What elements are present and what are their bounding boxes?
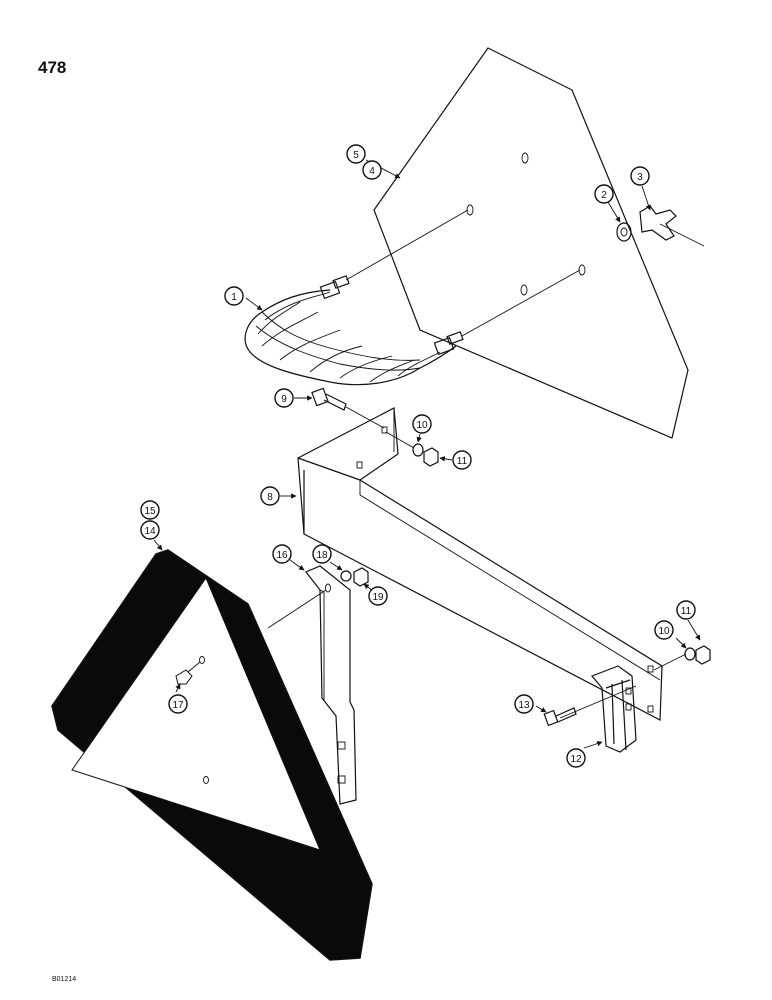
callout-14: 14 [140,520,160,540]
callout-5: 5 [346,144,366,164]
washer-nut-lower [653,645,711,671]
figure-code: B01214 [52,976,77,983]
svg-text:12: 12 [570,754,582,765]
svg-text:11: 11 [681,606,692,617]
l-bracket [297,407,663,721]
svg-text:2: 2 [601,190,607,201]
bolt-9 [311,387,385,429]
callout-2: 2 [594,184,614,204]
svg-text:5: 5 [353,150,359,161]
callout-10-lower: 10 [654,620,674,640]
svg-text:11: 11 [457,456,468,467]
svg-text:9: 9 [281,394,287,405]
callout-15: 15 [140,500,160,520]
svg-text:4: 4 [369,166,375,177]
svg-text:15: 15 [144,506,156,517]
svg-text:10: 10 [658,626,670,637]
wing-nut-and-washer [616,205,705,247]
svg-text:14: 14 [144,526,156,537]
svg-text:3: 3 [637,172,643,183]
callout-17: 17 [168,694,188,714]
callout-9: 9 [274,388,294,408]
strap-bracket [267,565,369,805]
svg-text:17: 17 [172,700,184,711]
socket-bracket [543,665,637,753]
callout-1: 1 [224,286,244,306]
callout-18: 18 [312,544,332,564]
mounting-plate [373,47,689,439]
callout-19: 19 [368,586,388,606]
svg-text:16: 16 [276,550,288,561]
smv-emblem [51,549,373,961]
callout-11-upper: 11 [452,450,472,470]
page-number: 478 [38,58,67,77]
coiled-cord [244,209,581,386]
svg-text:13: 13 [518,700,530,711]
washer-nut-upper [385,431,439,467]
svg-text:8: 8 [267,492,273,503]
callout-16: 16 [272,544,292,564]
callout-10-upper: 10 [412,414,432,434]
svg-text:10: 10 [416,420,428,431]
callout-13: 13 [514,694,534,714]
callout-8: 8 [260,486,280,506]
svg-text:1: 1 [231,292,237,303]
callout-4: 4 [362,160,382,180]
callout-3: 3 [630,166,650,186]
callout-12: 12 [566,748,586,768]
callout-11-lower: 11 [676,600,696,620]
svg-text:19: 19 [372,592,384,603]
svg-text:18: 18 [316,550,328,561]
